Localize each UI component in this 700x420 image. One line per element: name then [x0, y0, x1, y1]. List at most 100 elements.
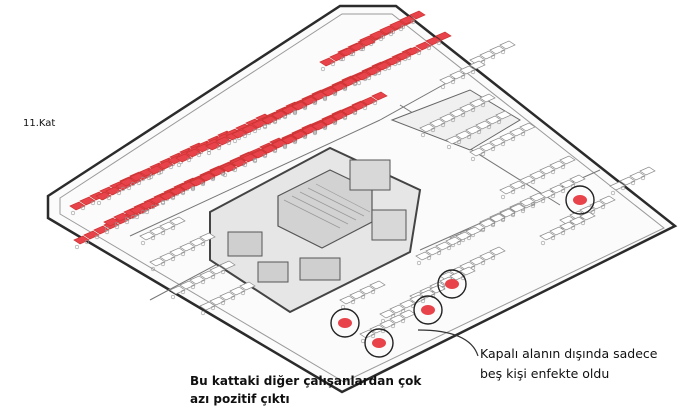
chair	[226, 140, 232, 146]
chair	[196, 152, 202, 158]
workstation	[435, 241, 452, 251]
chair	[120, 186, 126, 192]
infected-desk	[251, 119, 268, 129]
chair	[104, 226, 110, 232]
chair	[510, 136, 516, 142]
workstation	[509, 127, 526, 137]
chair	[80, 205, 86, 211]
chair	[530, 179, 536, 185]
chair	[302, 105, 308, 111]
chair	[332, 91, 338, 97]
chair	[570, 225, 576, 231]
infected-desk	[351, 101, 368, 111]
chair	[200, 310, 206, 316]
infected-desk	[435, 31, 452, 41]
workstation	[569, 174, 586, 184]
workstation	[429, 284, 446, 294]
workstation	[499, 185, 516, 195]
infected-desk	[355, 71, 372, 81]
workstation	[169, 285, 186, 295]
workstation	[139, 231, 156, 241]
infected-desk	[149, 195, 166, 205]
chair	[470, 69, 476, 75]
chair	[510, 212, 516, 218]
chair	[210, 176, 216, 182]
chair	[560, 188, 566, 194]
infected-desk	[103, 217, 120, 227]
chair	[322, 125, 328, 131]
workstation	[179, 242, 196, 252]
infected-desk	[157, 160, 174, 170]
infected-desk	[341, 106, 358, 116]
workstation	[549, 226, 566, 236]
chair	[130, 214, 136, 220]
workstation	[499, 40, 516, 50]
workstation	[445, 135, 462, 145]
infected-desk	[291, 130, 308, 140]
workstation	[469, 256, 486, 266]
infected-desk	[73, 235, 90, 245]
chair	[490, 54, 496, 60]
workstation	[539, 231, 556, 241]
workstation	[499, 208, 516, 218]
workstation	[479, 50, 496, 60]
chair	[160, 230, 166, 236]
chair	[124, 219, 130, 225]
workstation	[519, 175, 536, 185]
chair	[302, 134, 308, 140]
chair	[352, 81, 358, 87]
infected-desk	[395, 51, 412, 61]
workstation	[199, 232, 216, 242]
workstation	[489, 45, 506, 55]
chair	[312, 100, 318, 106]
chair	[470, 156, 476, 162]
infected-desk	[341, 77, 358, 87]
infected-desk	[399, 15, 416, 25]
workstation	[509, 203, 526, 213]
chair	[190, 186, 196, 192]
workstation	[479, 93, 496, 103]
workstation	[465, 226, 482, 236]
infected-desk	[369, 30, 386, 40]
chair	[450, 117, 456, 123]
infected-desk	[301, 96, 318, 106]
chair	[168, 164, 174, 170]
chair	[362, 105, 368, 111]
infected-desk	[331, 82, 348, 92]
chair	[450, 79, 456, 85]
outside-closed-area-caption-line-1: Kapalı alanın dışında sadece	[480, 346, 658, 361]
workstation	[469, 98, 486, 108]
callout-leader-line	[417, 329, 479, 357]
infected-desk	[169, 186, 186, 196]
infected-desk	[105, 186, 122, 196]
chair	[170, 256, 176, 262]
case-marker-4	[330, 308, 360, 338]
chair	[170, 195, 176, 201]
workstation	[459, 65, 476, 75]
workstation	[459, 261, 476, 271]
infected-desk	[95, 191, 112, 201]
chair	[456, 139, 462, 145]
workstation	[559, 221, 576, 231]
workstation	[569, 216, 586, 226]
infected-desk	[389, 20, 406, 30]
other-employees-caption: Bu kattaki diğer çalışanlardan çok azı p…	[190, 372, 440, 408]
workstation	[529, 170, 546, 180]
chair	[376, 70, 382, 76]
chair	[272, 119, 278, 125]
workstation	[639, 166, 656, 176]
workstation	[209, 296, 226, 306]
chair	[232, 167, 238, 173]
chair	[370, 333, 376, 339]
infected-desk	[385, 56, 402, 66]
infected-desk	[339, 47, 356, 57]
chair	[150, 266, 156, 272]
chair	[480, 151, 486, 157]
workstation	[379, 309, 396, 319]
chair	[390, 323, 396, 329]
chair	[104, 229, 110, 235]
workstation	[455, 231, 472, 241]
infected-desk	[69, 201, 86, 211]
chair	[540, 198, 546, 204]
infected-desk	[129, 205, 146, 215]
